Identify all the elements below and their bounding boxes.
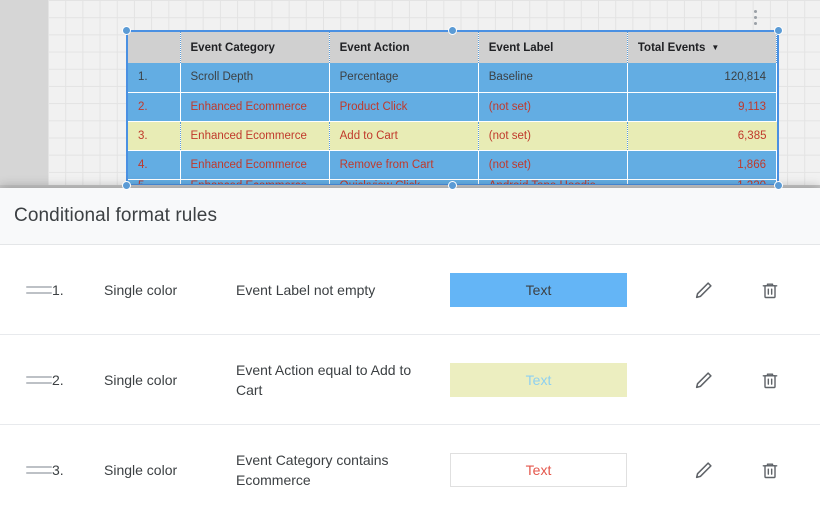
page-title: Conditional format rules <box>14 205 218 226</box>
cell-event-label: Baseline <box>478 63 628 93</box>
cell-event-category: Enhanced Ecommerce <box>180 150 330 180</box>
report-canvas: Event Category Event Action Event Label … <box>0 0 820 190</box>
selection-handle-bottom-left[interactable] <box>122 181 131 190</box>
cell-event-category: Scroll Depth <box>180 63 330 93</box>
selection-handle-top-right[interactable] <box>774 26 783 35</box>
selection-handle-bottom-center[interactable] <box>448 181 457 190</box>
cell-event-action: Percentage <box>329 63 479 93</box>
kebab-dot <box>753 21 757 25</box>
rule-row[interactable]: 2. Single color Event Action equal to Add … <box>0 335 820 425</box>
cell-index: 3. <box>128 121 181 151</box>
rule-actions <box>627 368 802 392</box>
rule-condition: Event Action equal to Add to Cart <box>236 361 412 398</box>
cell-event-label: (not set) <box>478 150 628 180</box>
drag-line <box>26 381 52 384</box>
drag-handle-icon[interactable] <box>26 375 52 384</box>
table-header: Event Category Event Action Event Label … <box>128 32 777 63</box>
cell-total-events: 9,113 <box>627 92 777 122</box>
cell-event-action: Product Click <box>329 92 479 122</box>
drag-line <box>26 285 52 288</box>
drag-line <box>26 466 52 468</box>
cell-index: 5. <box>128 179 180 184</box>
canvas-bottom-strip <box>0 185 820 190</box>
kebab-dot <box>753 15 757 19</box>
drag-line <box>26 291 52 294</box>
drag-line <box>26 375 52 378</box>
table-header-row: Event Category Event Action Event Label … <box>128 32 777 63</box>
cell-event-category: Enhanced Ecommerce <box>180 92 330 122</box>
cell-event-label: (not set) <box>478 121 628 151</box>
rule-preview-swatch[interactable]: Text <box>450 362 627 397</box>
dialog-header: Conditional format rules <box>0 188 820 245</box>
cell-index: 4. <box>128 150 180 180</box>
cell-total-events: 1,220 <box>627 179 777 184</box>
column-header-total-events[interactable]: Total Events ▼ <box>627 32 777 63</box>
rule-actions <box>627 278 802 302</box>
rule-index: 2. <box>52 371 64 388</box>
rule-condition: Event Label not empty <box>236 281 376 298</box>
rule-row[interactable]: 3. Single color Event Category contains Ec… <box>0 425 820 515</box>
cell-total-events: 120,814 <box>627 63 777 93</box>
selection-handle-top-center[interactable] <box>448 26 457 35</box>
pencil-icon[interactable] <box>692 368 716 392</box>
rule-actions <box>627 458 802 482</box>
rule-preview-swatch[interactable]: Text <box>450 453 627 487</box>
column-header-index[interactable] <box>128 32 181 63</box>
cell-event-action: Add to Cart <box>329 121 479 151</box>
rule-type: Single color <box>104 462 178 478</box>
cell-index: 1. <box>128 63 180 93</box>
drag-handle-icon[interactable] <box>26 466 52 474</box>
cell-event-label: Android Tape Hoodie Black <box>478 179 628 184</box>
selection-handle-top-left[interactable] <box>122 26 131 35</box>
trash-icon[interactable] <box>758 458 782 482</box>
sort-descending-icon[interactable]: ▼ <box>711 42 720 52</box>
selection-handle-bottom-right[interactable] <box>774 181 783 190</box>
events-table: Event Category Event Action Event Label … <box>128 32 777 184</box>
drag-handle-icon[interactable] <box>26 285 52 294</box>
canvas-left-rail <box>0 0 48 190</box>
cell-event-label: (not set) <box>478 92 628 122</box>
cell-event-action: Remove from Cart <box>329 150 479 180</box>
rule-condition: Event Category contains Ecommerce <box>236 452 389 488</box>
rule-preview-swatch[interactable]: Text <box>450 272 627 307</box>
cell-event-action: Quickview Click <box>329 179 479 184</box>
column-header-total-events-label: Total Events <box>637 41 706 54</box>
cell-total-events: 1,866 <box>627 150 777 180</box>
cell-event-category: Enhanced Ecommerce <box>180 179 330 184</box>
trash-icon[interactable] <box>758 278 782 302</box>
column-header-event-category[interactable]: Event Category <box>180 32 330 63</box>
column-header-event-action[interactable]: Event Action <box>329 32 479 63</box>
cell-index: 2. <box>128 92 180 122</box>
rule-index: 3. <box>52 462 64 478</box>
column-header-event-label[interactable]: Event Label <box>478 32 628 63</box>
drag-line <box>26 472 52 474</box>
rule-index: 1. <box>52 281 64 298</box>
cell-event-category: Enhanced Ecommerce <box>180 121 330 151</box>
pencil-icon[interactable] <box>692 458 716 482</box>
more-options-icon[interactable] <box>748 4 762 30</box>
rule-type: Single color <box>104 281 178 298</box>
cell-total-events: 6,385 <box>627 121 777 151</box>
report-table-component[interactable]: Event Category Event Action Event Label … <box>126 30 779 186</box>
pencil-icon[interactable] <box>692 278 716 302</box>
rule-row[interactable]: 1. Single color Event Label not empty Text <box>0 245 820 335</box>
rule-type: Single color <box>104 371 178 388</box>
trash-icon[interactable] <box>758 368 782 392</box>
kebab-dot <box>753 9 757 13</box>
